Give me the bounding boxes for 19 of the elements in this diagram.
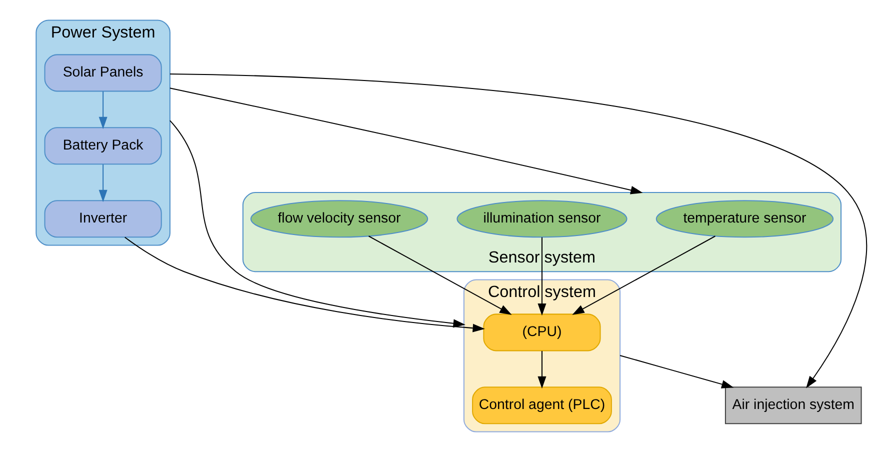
arrow xyxy=(98,91,108,130)
arrow xyxy=(170,120,466,328)
arrow xyxy=(368,236,512,315)
node-box: Solar Panels xyxy=(44,54,162,92)
node-box: (CPU) xyxy=(483,314,601,352)
node-box: Air injection system xyxy=(724,386,862,424)
node-box: Battery Pack xyxy=(44,127,162,165)
arrow xyxy=(572,236,716,315)
arrow xyxy=(170,88,643,194)
arrow xyxy=(538,237,546,316)
arrow xyxy=(170,74,867,388)
node-ellipse: illumination sensor xyxy=(456,200,628,238)
node-ellipse: temperature sensor xyxy=(656,200,834,238)
arrow xyxy=(98,164,108,202)
arrow xyxy=(538,350,546,389)
node-ellipse: flow velocity sensor xyxy=(250,200,428,238)
node-box: Inverter xyxy=(44,200,162,238)
node-box: Control agent (PLC) xyxy=(472,386,612,424)
arrow xyxy=(620,354,734,388)
